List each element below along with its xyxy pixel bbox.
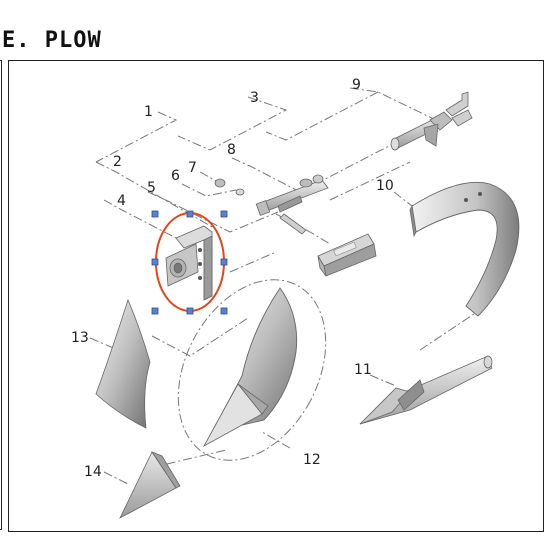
part-moldboard xyxy=(202,287,298,448)
callout-2: 2 xyxy=(113,154,122,170)
callout-labels: 1 2 3 4 5 6 7 8 9 10 11 12 13 14 xyxy=(71,77,394,480)
callout-4: 4 xyxy=(117,193,126,209)
selection-handle[interactable] xyxy=(220,307,228,315)
part-nut-washer xyxy=(214,178,245,196)
diagram-frame xyxy=(8,60,544,532)
callout-8: 8 xyxy=(227,142,236,158)
leader-lines xyxy=(89,87,481,485)
selection-handle[interactable] xyxy=(220,258,228,266)
left-panel-frame xyxy=(0,60,2,530)
selection-handles-icon[interactable] xyxy=(151,210,228,315)
callout-14: 14 xyxy=(84,464,102,480)
part-point xyxy=(359,355,493,425)
selection-handle[interactable] xyxy=(186,210,194,218)
callout-11: 11 xyxy=(354,362,372,378)
part-bolt-assembly xyxy=(255,174,329,235)
selection-handle[interactable] xyxy=(151,307,159,315)
selection-handle[interactable] xyxy=(151,210,159,218)
callout-5: 5 xyxy=(147,180,156,196)
page-title: E. PLOW xyxy=(2,28,102,53)
part-left-wing xyxy=(95,298,151,429)
callout-7: 7 xyxy=(188,160,197,176)
selection-handle[interactable] xyxy=(186,307,194,315)
callout-13: 13 xyxy=(71,330,89,346)
part-bracket-selected[interactable] xyxy=(151,210,228,315)
callout-1: 1 xyxy=(144,104,153,120)
callout-3: 3 xyxy=(250,90,259,106)
callout-6: 6 xyxy=(171,168,180,184)
selection-handle[interactable] xyxy=(151,258,159,266)
selection-handle[interactable] xyxy=(220,210,228,218)
part-shank xyxy=(409,181,520,317)
part-clevis-shaft xyxy=(390,91,473,151)
callout-12: 12 xyxy=(303,452,321,468)
callout-10: 10 xyxy=(376,178,394,194)
part-clamp-bar xyxy=(317,233,377,277)
part-tip xyxy=(119,451,181,519)
callout-9: 9 xyxy=(352,77,361,93)
